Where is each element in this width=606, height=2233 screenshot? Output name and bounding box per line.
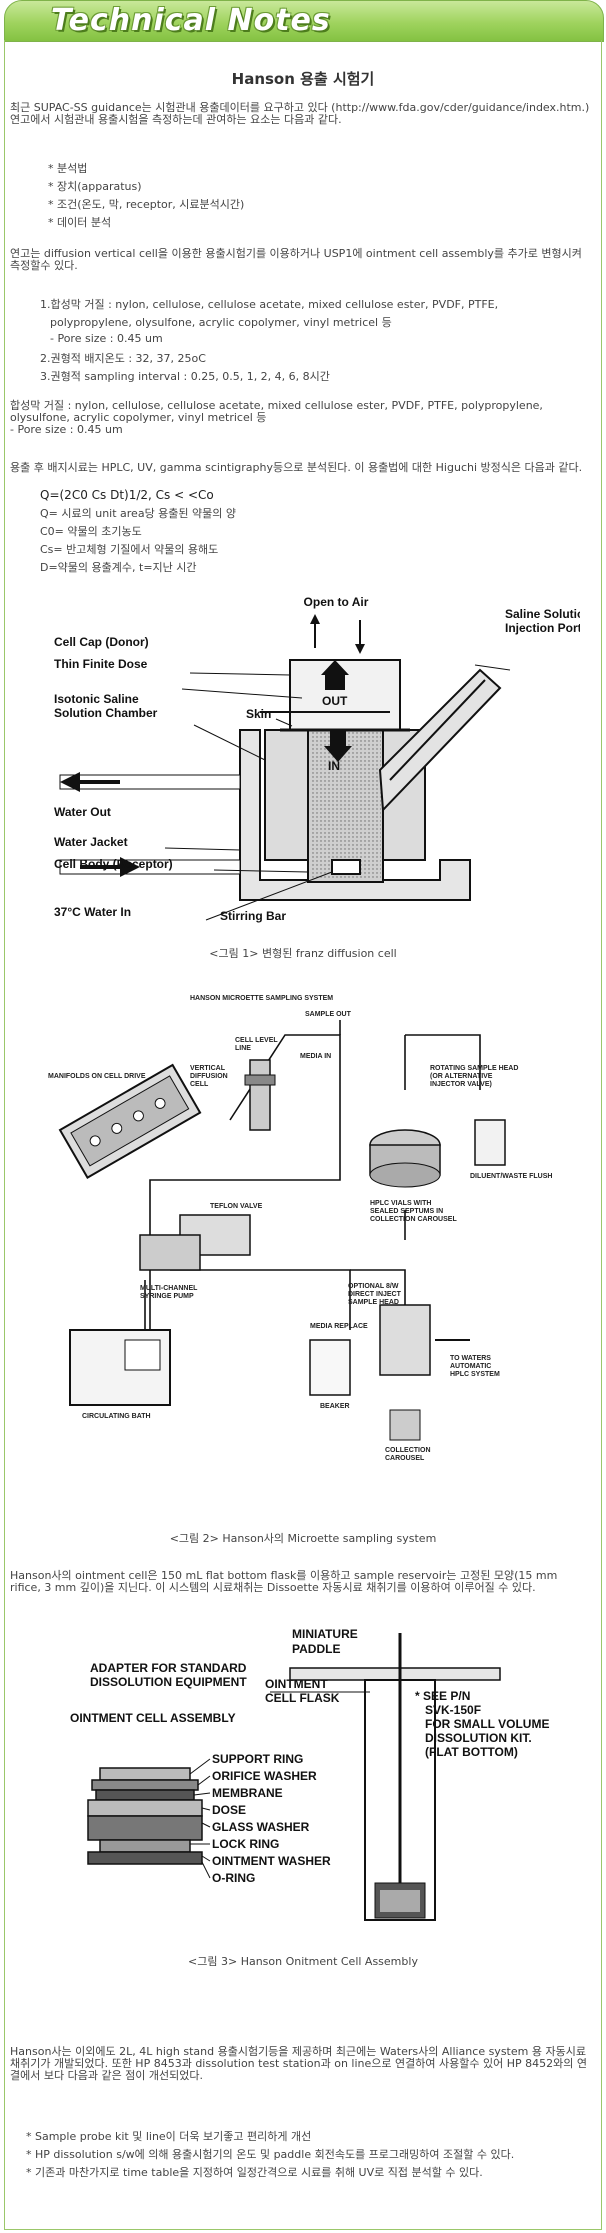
improvement-item: * Sample probe kit 및 line이 더욱 보기좋고 편리하게 … (26, 2130, 312, 2143)
part-label: ORIFICE WASHER (212, 1769, 317, 1783)
paragraph-analysis: 용출 후 배지시료는 HPLC, UV, gamma scintigraphy등… (10, 461, 583, 474)
label-see-1: * SEE P/N (415, 1689, 470, 1703)
part-label: OINTMENT WASHER (212, 1854, 331, 1868)
label-circulating: CIRCULATING BATH (82, 1413, 151, 1420)
page-title: Hanson 용출 시험기 (231, 70, 375, 88)
label-system-title: HANSON MICROETTE SAMPLING SYSTEM (190, 995, 333, 1002)
label-out: OUT (322, 694, 348, 708)
factor-item: * 조건(온도, 막, receptor, 시료분석시간) (48, 198, 245, 211)
label-pump-2: SYRINGE PUMP (140, 1293, 194, 1300)
paragraph-hanson-products: Hanson사는 이외에도 2L, 4L high stand 용출시험기등을 … (10, 2045, 587, 2082)
label-teflon: TEFLON VALVE (210, 1203, 263, 1210)
label-waters-1: TO WATERS (450, 1355, 491, 1362)
label-optional-2: DIRECT INJECT (348, 1291, 402, 1298)
label-see-2: SVK-150F (425, 1703, 481, 1717)
label-vertical-3: CELL (190, 1081, 209, 1088)
label-water-in: 37°C Water In (54, 905, 131, 919)
label-media-replace-1: MEDIA REPLACE (310, 1323, 368, 1330)
part-label: DOSE (212, 1803, 246, 1817)
label-ointment-flask-2: CELL FLASK (265, 1691, 340, 1705)
label-waters-3: HPLC SYSTEM (450, 1371, 500, 1378)
microette-sampling-system-diagram: HANSON MICROETTE SAMPLING SYSTEM CELL LE… (48, 995, 552, 1462)
label-rotating-3: INJECTOR VALVE) (430, 1081, 492, 1088)
label-miniature-2: PADDLE (292, 1642, 340, 1656)
definition-item: D=약물의 용출계수, t=지난 시간 (40, 561, 197, 574)
label-sample-out: SAMPLE OUT (305, 1011, 352, 1018)
label-ointment-flask-1: OINTMENT (265, 1677, 328, 1691)
paragraph-ointment-cell: Hanson사의 ointment cell은 150 mL flat bott… (10, 1569, 558, 1594)
label-manifolds: MANIFOLDS ON CELL DRIVE (48, 1073, 146, 1080)
label-see-4: DISSOLUTION KIT. (425, 1731, 532, 1745)
part-label: SUPPORT RING (212, 1752, 303, 1766)
part-label: GLASS WASHER (212, 1820, 310, 1834)
figure3-caption: <그림 3> Hanson Onitment Cell Assembly (188, 1955, 418, 1968)
label-rotating-1: ROTATING SAMPLE HEAD (430, 1065, 518, 1072)
franz-diffusion-cell-diagram: Open to Air Saline Solution Injection Po… (54, 595, 580, 923)
label-adapter-1: ADAPTER FOR STANDARD (90, 1661, 247, 1675)
figure2-caption: <그림 2> Hanson사의 Microette sampling syste… (169, 1532, 437, 1545)
part-label: MEMBRANE (212, 1786, 283, 1800)
improvement-item: * 기존과 마찬가지로 time table을 지정하여 일정간격으로 시료를 … (26, 2166, 483, 2179)
label-stirring-bar: Stirring Bar (220, 909, 286, 923)
label-vertical-1: VERTICAL (190, 1065, 226, 1072)
label-collection-1: COLLECTION (385, 1447, 431, 1454)
label-isotonic-2: Solution Chamber (54, 706, 158, 720)
ointment-cell-assembly-diagram: MINIATURE PADDLE ADAPTER FOR STANDARD DI… (70, 1628, 549, 1921)
improvement-item: * HP dissolution s/w에 의해 용출시험기의 온도 및 pad… (26, 2148, 515, 2161)
label-cell-body: Cell Body (Receptor) (54, 857, 173, 871)
label-water-jacket: Water Jacket (54, 835, 128, 849)
label-thin-dose: Thin Finite Dose (54, 657, 148, 671)
label-miniature-1: MINIATURE (292, 1628, 358, 1641)
label-media-in: MEDIA IN (300, 1053, 331, 1060)
label-see-5: (FLAT BOTTOM) (425, 1745, 518, 1759)
label-optional-3: SAMPLE HEAD (348, 1299, 399, 1306)
label-rotating-2: (OR ALTERNATIVE (430, 1073, 493, 1080)
label-saline-port-1: Saline Solution (505, 607, 580, 621)
banner-title: Technical Notes (51, 3, 331, 38)
label-media-replace-2: BEAKER (320, 1403, 350, 1410)
paragraph-membrane: 합성막 거질 : nylon, cellulose, cellulose ace… (10, 399, 543, 424)
factor-item: * 분석법 (48, 162, 88, 175)
pore-size: - Pore size : 0.45 um (10, 423, 123, 436)
factor-item: * 장치(apparatus) (48, 180, 142, 193)
label-hplc-1: HPLC VIALS WITH (370, 1200, 431, 1207)
part-label: LOCK RING (212, 1837, 279, 1851)
membrane-list-item: 1.합성막 거질 : nylon, cellulose, cellulose a… (40, 298, 499, 311)
label-assembly: OINTMENT CELL ASSEMBLY (70, 1711, 236, 1725)
factor-item: * 데이터 분석 (48, 216, 112, 229)
label-open-to-air: Open to Air (304, 595, 369, 609)
label-isotonic-1: Isotonic Saline (54, 692, 139, 706)
content-frame (4, 40, 602, 2230)
figure1-caption: <그림 1> 변형된 franz diffusion cell (209, 947, 397, 960)
part-label: O-RING (212, 1871, 255, 1885)
label-adapter-2: DISSOLUTION EQUIPMENT (90, 1675, 247, 1689)
label-vertical-2: DIFFUSION (190, 1073, 228, 1080)
label-cell-level-2: LINE (235, 1045, 251, 1052)
membrane-list-item: 2.권형적 배지온도 : 32, 37, 25oC (40, 352, 206, 365)
paragraph-diffusion: 연고는 diffusion vertical cell을 이용한 용출시험기를 … (10, 247, 582, 272)
definition-item: C0= 약물의 초기농도 (40, 525, 142, 538)
membrane-list-item: - Pore size : 0.45 um (50, 332, 163, 345)
label-optional-1: OPTIONAL 8/W (348, 1283, 399, 1290)
label-cell-level-1: CELL LEVEL (235, 1037, 278, 1044)
membrane-list-item: 3.권형적 sampling interval : 0.25, 0.5, 1, … (40, 370, 330, 383)
definition-item: Cs= 반고체형 기질에서 약물의 용해도 (40, 543, 219, 556)
label-collection-2: CAROUSEL (385, 1455, 425, 1462)
label-hplc-3: COLLECTION CAROUSEL (370, 1216, 457, 1223)
label-water-out: Water Out (54, 805, 111, 819)
label-diluent: DILUENT/WASTE FLUSH (470, 1173, 552, 1180)
definition-item: Q= 시료의 unit area당 용출된 약물의 양 (40, 507, 237, 520)
label-cell-cap: Cell Cap (Donor) (54, 635, 149, 649)
label-in: IN (328, 759, 340, 773)
label-skin: Skin (246, 707, 271, 721)
membrane-list-item: polypropylene, olysulfone, acrylic copol… (50, 316, 392, 329)
intro-paragraph: 최근 SUPAC-SS guidance는 시험관내 용출데이터를 요구하고 있… (10, 101, 590, 126)
label-pump-1: MULTI-CHANNEL (140, 1285, 198, 1292)
higuchi-equation: Q=(2C0 Cs Dt)1/2, Cs < <Co (40, 488, 214, 502)
label-see-3: FOR SMALL VOLUME (425, 1717, 549, 1731)
label-hplc-2: SEALED SEPTUMS IN (370, 1208, 443, 1215)
label-waters-2: AUTOMATIC (450, 1363, 491, 1370)
label-saline-port-2: Injection Port (505, 621, 580, 635)
banner: Technical Notes (4, 0, 604, 42)
